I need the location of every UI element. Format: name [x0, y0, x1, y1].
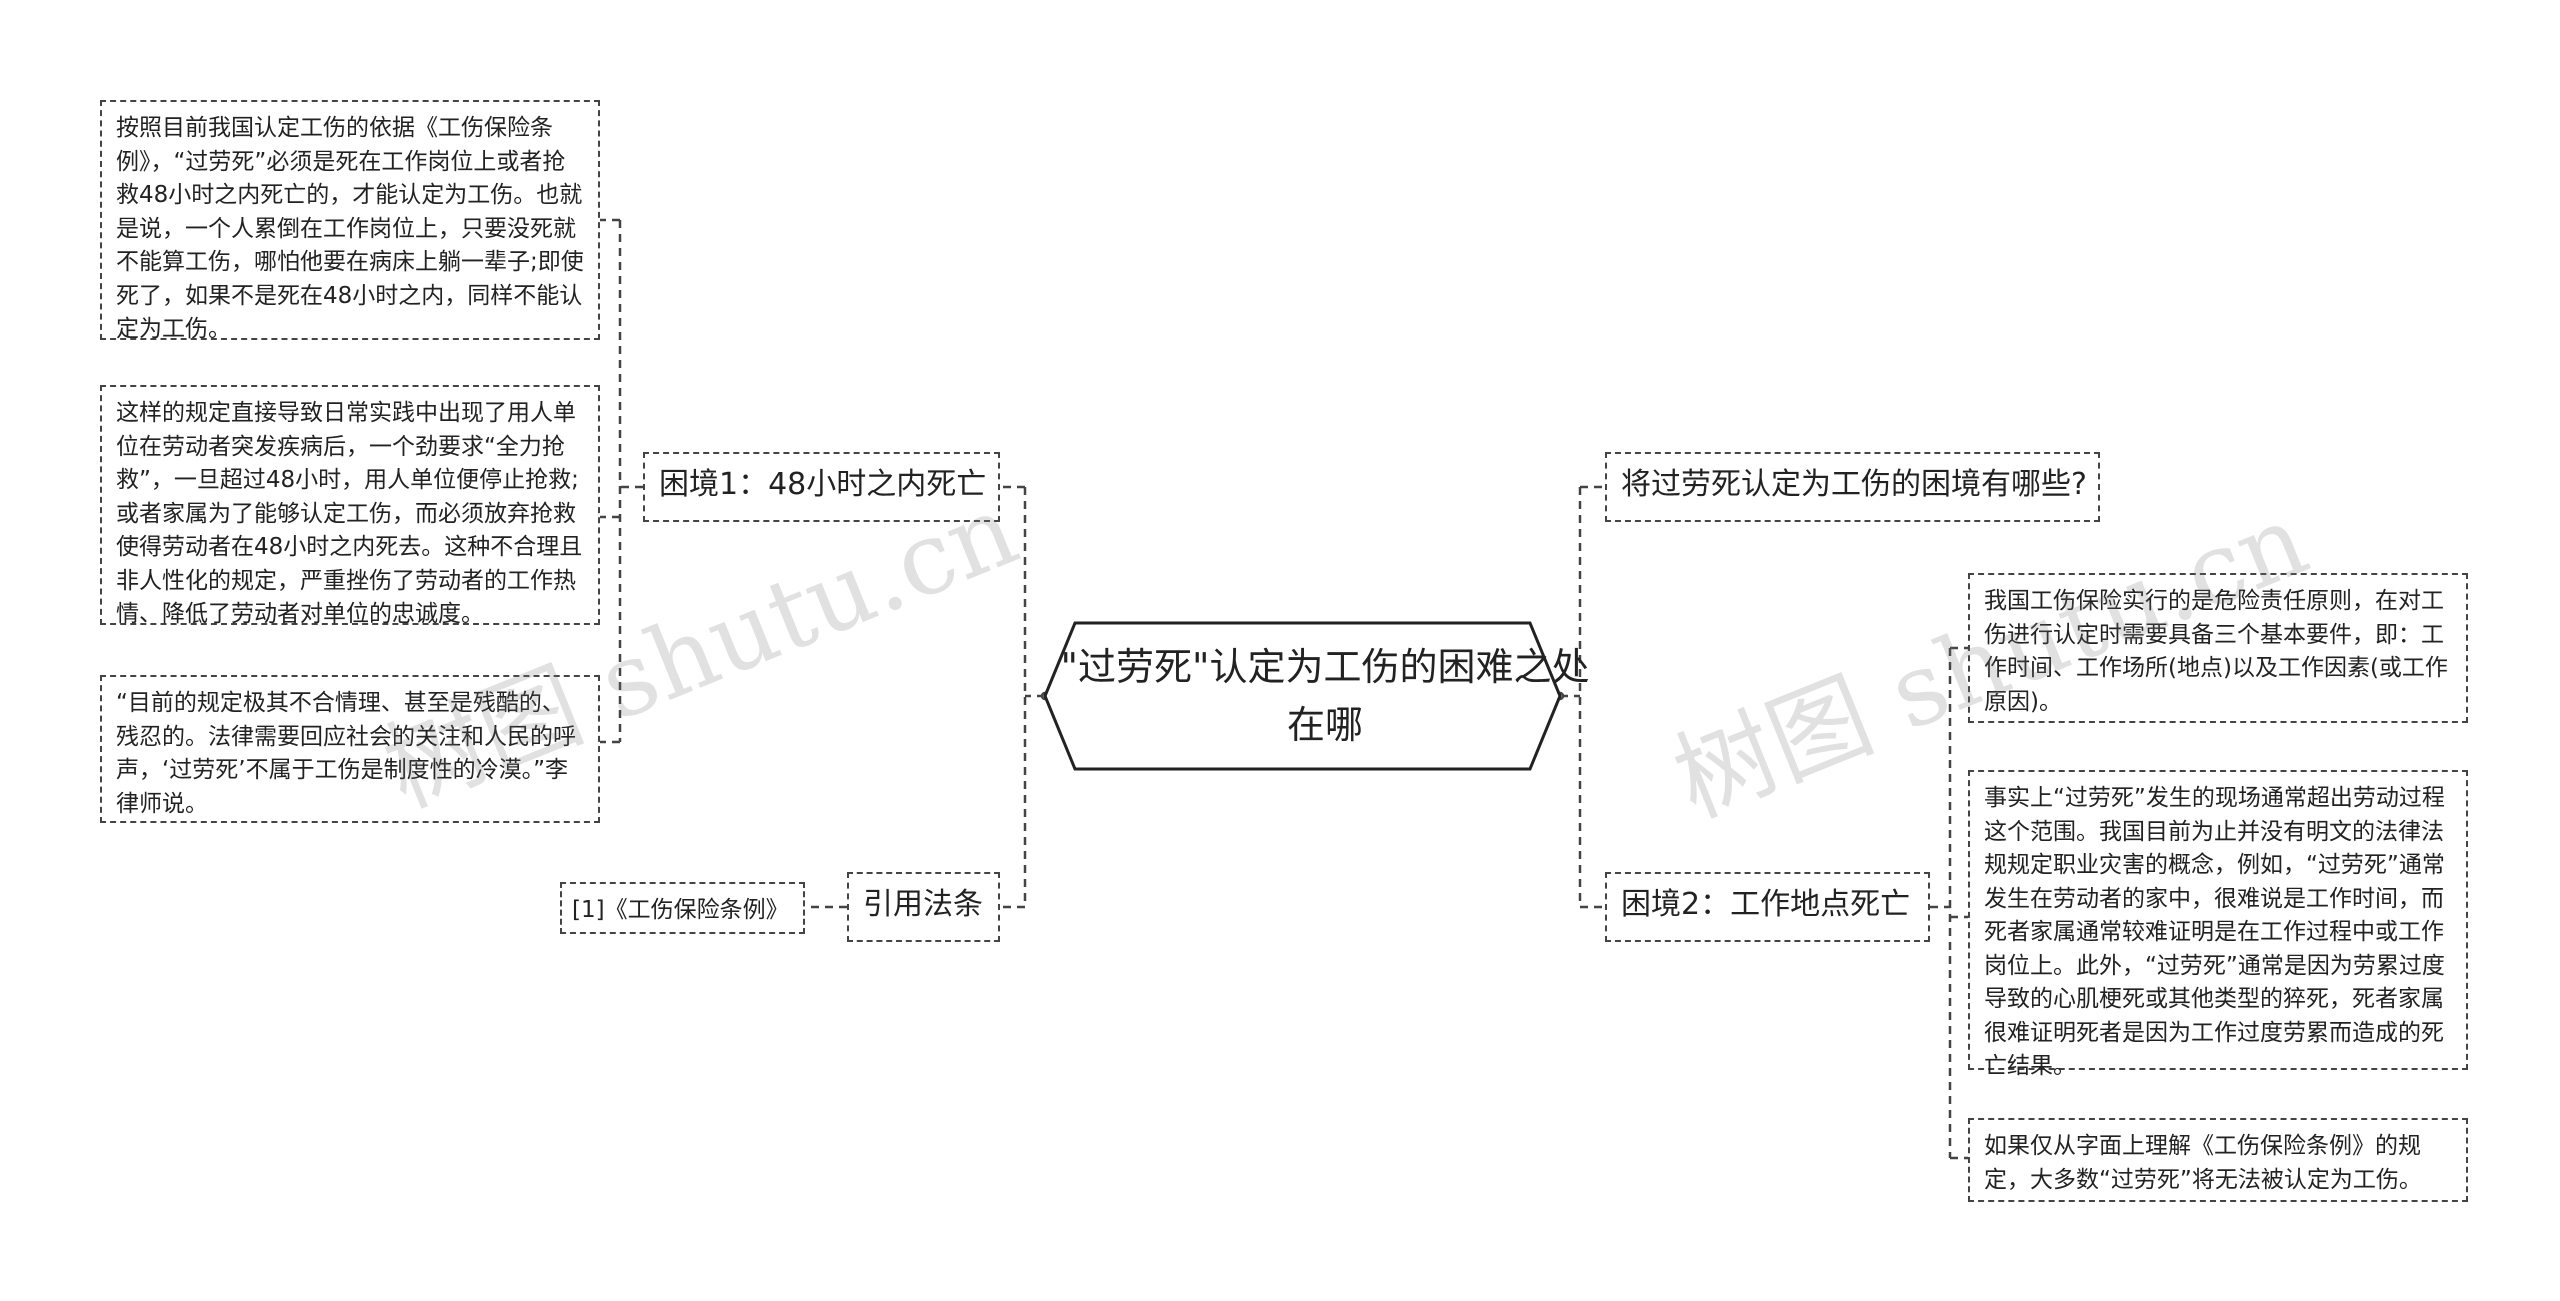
leaf-location-problem[interactable]: 事实上“过劳死”发生的现场通常超出劳动过程这个范围。我国目前为止并没有明文的法律… — [1968, 770, 2468, 1079]
leaf-text: 按照目前我国认定工伤的依据《工伤保险条例》，“过劳死”必须是死在工作岗位上或者抢… — [116, 115, 584, 342]
topic-dilemma-work-location[interactable]: 困境2：工作地点死亡 — [1605, 872, 1930, 942]
leaf-three-elements[interactable]: 我国工伤保险实行的是危险责任原则，在对工伤进行认定时需要具备三个基本要件，即：工… — [1968, 573, 2468, 723]
topic-label: 困境2：工作地点死亡 — [1621, 887, 1911, 922]
topic-label: 引用法条 — [863, 887, 983, 922]
topic-label: 将过劳死认定为工伤的困境有哪些? — [1621, 467, 2087, 502]
leaf-text: 我国工伤保险实行的是危险责任原则，在对工伤进行认定时需要具备三个基本要件，即：工… — [1984, 588, 2448, 715]
topic-dilemma-question[interactable]: 将过劳死认定为工伤的困境有哪些? — [1605, 452, 2100, 522]
leaf-lawyer-quote[interactable]: “目前的规定极其不合情理、甚至是残酷的、残忍的。法律需要回应社会的关注和人民的呼… — [100, 675, 600, 823]
central-node-shape — [1043, 621, 1562, 771]
leaf-literal-interpretation[interactable]: 如果仅从字面上理解《工伤保险条例》的规定，大多数“过劳死”将无法被认定为工伤。 — [1968, 1118, 2468, 1202]
leaf-48h-consequence[interactable]: 这样的规定直接导致日常实践中出现了用人单位在劳动者突发疾病后，一个劲要求“全力抢… — [100, 385, 600, 627]
central-topic[interactable]: "过劳死"认定为工伤的困难之处在哪 — [1060, 645, 1590, 747]
leaf-48h-rule[interactable]: 按照目前我国认定工伤的依据《工伤保险条例》，“过劳死”必须是死在工作岗位上或者抢… — [100, 100, 600, 342]
leaf-text: 这样的规定直接导致日常实践中出现了用人单位在劳动者突发疾病后，一个劲要求“全力抢… — [116, 400, 583, 627]
topic-dilemma-48-hours[interactable]: 困境1：48小时之内死亡 — [643, 452, 1000, 522]
leaf-text: 事实上“过劳死”发生的现场通常超出劳动过程这个范围。我国目前为止并没有明文的法律… — [1984, 785, 2445, 1079]
topic-cited-law[interactable]: 引用法条 — [847, 872, 1000, 942]
leaf-law-reference[interactable]: [1]《工伤保险条例》 — [560, 882, 805, 934]
reference-text: [1]《工伤保险条例》 — [572, 897, 789, 923]
leaf-text: “目前的规定极其不合情理、甚至是残酷的、残忍的。法律需要回应社会的关注和人民的呼… — [116, 690, 576, 817]
leaf-text: 如果仅从字面上理解《工伤保险条例》的规定，大多数“过劳死”将无法被认定为工伤。 — [1984, 1133, 2422, 1193]
topic-label: 困境1：48小时之内死亡 — [659, 467, 987, 502]
